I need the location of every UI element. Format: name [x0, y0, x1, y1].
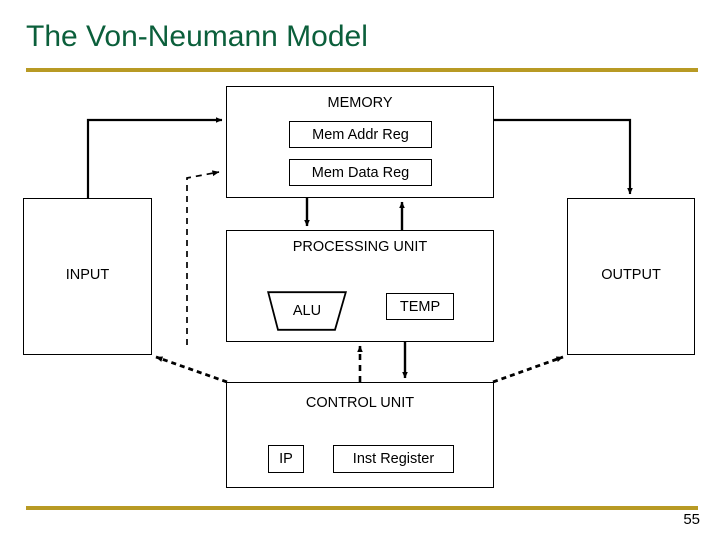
input-label: INPUT	[65, 267, 110, 283]
processing-unit-block[interactable]: PROCESSING UNIT ALU TEMP	[226, 230, 494, 342]
input-block[interactable]: INPUT	[23, 198, 152, 355]
processing-unit-label: PROCESSING UNIT	[292, 239, 428, 255]
edge-control-to-memory	[186, 170, 220, 345]
page-number: 55	[683, 511, 700, 528]
edge-control-to-output	[492, 355, 564, 384]
temp-register-box[interactable]: TEMP	[386, 293, 454, 320]
mem-data-reg-box[interactable]: Mem Data Reg	[289, 159, 432, 186]
mem-addr-reg-box[interactable]: Mem Addr Reg	[289, 121, 432, 148]
memory-label: MEMORY	[327, 95, 393, 111]
page-title: The Von-Neumann Model	[26, 20, 368, 53]
control-unit-block[interactable]: CONTROL UNIT IP Inst Register	[226, 382, 494, 488]
output-block[interactable]: OUTPUT	[567, 198, 695, 355]
ip-register-box[interactable]: IP	[268, 445, 304, 473]
footer-divider	[26, 506, 698, 510]
alu-trapezoid-icon[interactable]	[267, 291, 347, 331]
control-unit-label: CONTROL UNIT	[305, 395, 415, 411]
inst-register-box[interactable]: Inst Register	[333, 445, 454, 473]
memory-block[interactable]: MEMORY Mem Addr Reg Mem Data Reg	[226, 86, 494, 198]
edge-memory-to-output	[494, 118, 633, 195]
title-divider	[26, 68, 698, 72]
alu-label: ALU	[292, 303, 322, 319]
output-label: OUTPUT	[601, 267, 661, 283]
edge-input-to-memory	[86, 117, 223, 198]
edge-control-to-input	[155, 355, 228, 384]
